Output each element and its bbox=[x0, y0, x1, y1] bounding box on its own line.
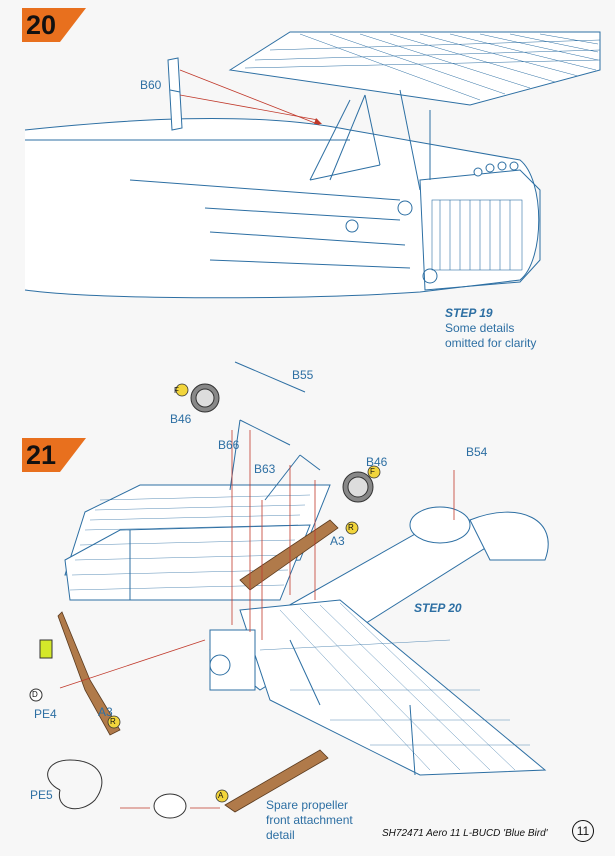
note-heading: STEP 19 bbox=[445, 306, 493, 320]
note-line: front attachment bbox=[266, 813, 353, 827]
part-label-b46: B46 bbox=[170, 412, 192, 426]
part-label-pe5: PE5 bbox=[30, 788, 53, 802]
part-label-b55: B55 bbox=[292, 368, 314, 382]
note-line: Some details bbox=[445, 321, 515, 335]
step-number: 21 bbox=[26, 440, 57, 470]
note-line: detail bbox=[266, 828, 295, 842]
part-label-b66: B66 bbox=[218, 438, 240, 452]
part-label-a3: A3 bbox=[330, 534, 345, 548]
part-label-b46: B46 bbox=[366, 455, 388, 469]
note-line: omitted for clarity bbox=[445, 336, 537, 350]
part-label-b54: B54 bbox=[466, 445, 488, 459]
note-line: Spare propeller bbox=[266, 798, 349, 812]
spare-propeller-note: Spare propeller front attachment detail bbox=[266, 798, 353, 843]
glue-marker-d: D bbox=[32, 690, 38, 699]
glue-marker-r: R bbox=[110, 717, 116, 726]
step19-reference-note: STEP 19 Some details omitted for clarity bbox=[445, 306, 536, 351]
step-badge-shape bbox=[22, 8, 86, 42]
glue-marker-f: F bbox=[174, 386, 179, 395]
step-20-badge: 20 bbox=[22, 8, 86, 42]
page-number: 11 bbox=[572, 820, 594, 842]
step-21-badge: 21 bbox=[22, 438, 86, 472]
part-label-a3: A3 bbox=[98, 705, 113, 719]
glue-marker-r: R bbox=[348, 523, 354, 532]
glue-marker-a: A bbox=[218, 791, 224, 800]
step-number: 20 bbox=[26, 10, 57, 40]
glue-marker-f: F bbox=[370, 467, 375, 476]
part-label-b63: B63 bbox=[254, 462, 276, 476]
part-label-pe4: PE4 bbox=[34, 707, 57, 721]
step-badge-shape bbox=[22, 438, 86, 472]
footer-title: SH72471 Aero 11 L-BUCD 'Blue Bird' bbox=[382, 828, 548, 839]
part-label-b60: B60 bbox=[140, 78, 162, 92]
step20-reference: STEP 20 bbox=[414, 601, 462, 615]
